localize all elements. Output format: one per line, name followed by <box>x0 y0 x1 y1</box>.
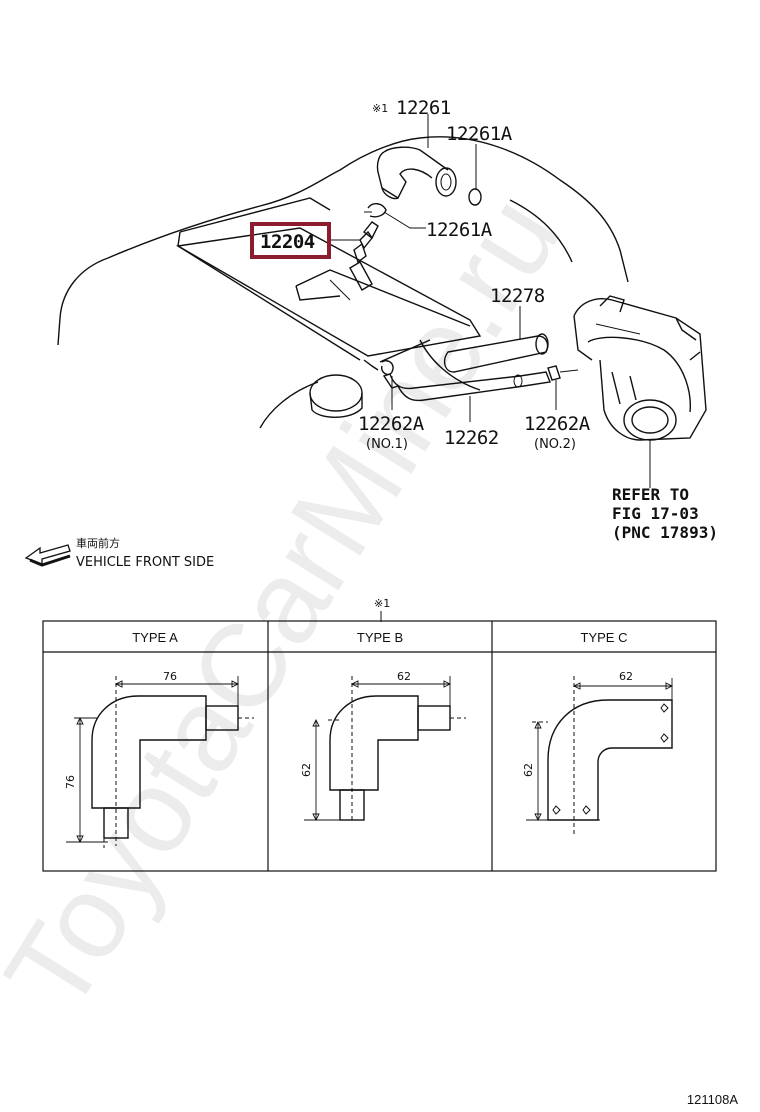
hose-12278 <box>443 333 549 373</box>
engine-illustration <box>57 136 629 429</box>
part-sub-no1: (NO.1) <box>366 437 408 452</box>
part-label-12262[interactable]: 12262 <box>444 427 499 449</box>
clip-12262A <box>363 359 579 381</box>
type-b-dim-v: 62 <box>300 763 313 777</box>
type-a-header: TYPE A <box>132 630 178 645</box>
type-a-dim-v: 76 <box>64 775 77 789</box>
refer-line-3[interactable]: (PNC 17893) <box>612 523 718 542</box>
hose-12261 <box>376 146 457 200</box>
part-sub-no2: (NO.2) <box>534 437 576 452</box>
type-b-dim-h: 62 <box>397 670 411 683</box>
type-c-dim-h: 62 <box>619 670 633 683</box>
direction-en: VEHICLE FRONT SIDE <box>76 555 214 570</box>
part-label-12261A-top[interactable]: 12261A <box>446 123 513 145</box>
figure-id: 121108A <box>687 1092 738 1107</box>
air-intake-assembly <box>573 295 707 488</box>
types-note: ※1 <box>374 597 390 610</box>
refer-line-1[interactable]: REFER TO <box>612 485 689 504</box>
type-a-dim-h: 76 <box>163 670 177 683</box>
note-marker-12261: ※1 <box>372 102 388 115</box>
type-b-elbow-drawing <box>304 676 466 822</box>
pcv-valve-12204 <box>353 221 379 264</box>
part-label-12261[interactable]: 12261 <box>396 97 451 119</box>
leader-lines <box>330 114 557 422</box>
part-label-12204[interactable]: 12204 <box>260 231 315 253</box>
refer-line-2[interactable]: FIG 17-03 <box>612 504 699 523</box>
type-c-dim-v: 62 <box>522 763 535 777</box>
part-label-12262A-no1[interactable]: 12262A <box>358 413 425 435</box>
direction-jp: 車両前方 <box>76 536 120 550</box>
clip-12261A <box>364 188 482 218</box>
highlight-box-12204 <box>250 222 331 259</box>
part-label-12261A-mid[interactable]: 12261A <box>426 219 493 241</box>
arrow-left-icon <box>24 544 71 567</box>
type-c-header: TYPE C <box>581 630 628 645</box>
type-b-header: TYPE B <box>357 630 403 645</box>
type-table <box>42 620 717 872</box>
type-a-elbow-drawing <box>66 676 254 848</box>
type-c-elbow-drawing <box>526 676 674 836</box>
part-label-12278[interactable]: 12278 <box>490 285 545 307</box>
part-label-12262A-no2[interactable]: 12262A <box>524 413 591 435</box>
